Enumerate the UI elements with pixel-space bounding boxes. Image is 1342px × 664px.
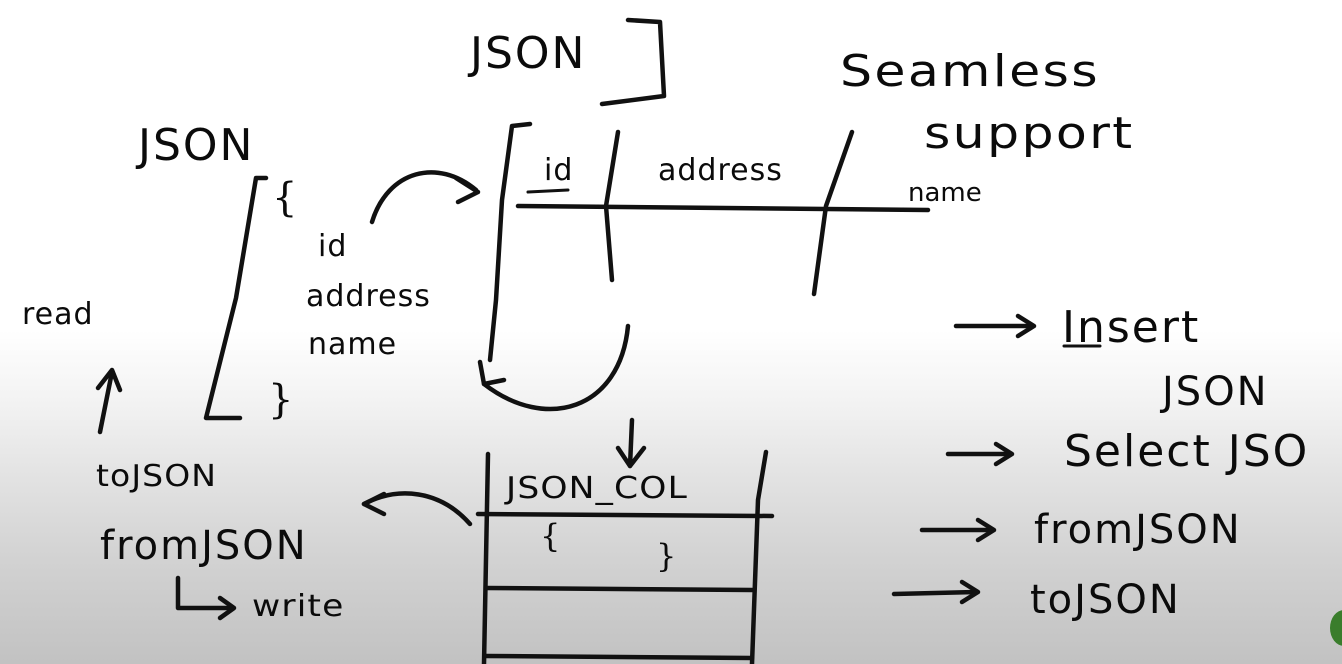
feature-fromjson: fromJSON — [1034, 507, 1242, 553]
relational-table-divider-2 — [811, 129, 855, 297]
table-col-name: name — [908, 178, 982, 208]
seamless-label: Seamless — [840, 46, 1100, 97]
arrow-table-loop — [481, 323, 631, 412]
table-col-id: id — [544, 153, 574, 188]
support-label: support — [924, 108, 1135, 159]
corner-dot — [1330, 610, 1342, 646]
feature-select-json: Select JSO — [1064, 426, 1310, 477]
relational-table-header-underline — [515, 203, 931, 213]
json-close-brace: } — [268, 377, 294, 423]
json-open-brace: { — [272, 175, 298, 221]
arrow-select-head — [993, 441, 1015, 467]
json-object-bracket — [203, 175, 269, 421]
write-label: write — [252, 589, 345, 624]
arrow-up-to-read — [97, 369, 115, 435]
json-col-table-left-border — [481, 451, 491, 664]
json-top-bracket — [599, 17, 667, 107]
arrow-tojson — [891, 589, 979, 597]
json-col-header-line — [475, 511, 775, 519]
json-field-id: id — [318, 229, 348, 264]
read-label: read — [22, 297, 94, 332]
arrow-down-to-json-col — [627, 417, 635, 469]
arrow-fromjson-head — [975, 517, 997, 543]
relational-table-divider-1 — [603, 129, 621, 283]
arrow-insert-head — [1015, 313, 1037, 339]
table-col-address: address — [658, 153, 783, 188]
arrow-down-to-json-col-head — [615, 445, 647, 469]
feature-insert: Insert — [1062, 302, 1201, 353]
json-col-header: JSON_COL — [506, 471, 688, 506]
id-underline — [526, 188, 570, 194]
json-col-close-brace: } — [656, 537, 677, 575]
fromjson-left-label: fromJSON — [100, 523, 308, 569]
json-top-label: JSON — [470, 28, 587, 79]
relational-table-left-bracket — [487, 121, 533, 363]
arrow-field-to-table-head — [453, 175, 481, 205]
arrow-table-loop-head — [477, 359, 507, 387]
write-connector-head — [217, 595, 237, 621]
feature-tojson: toJSON — [1030, 577, 1181, 623]
json-field-address: address — [306, 279, 431, 314]
json-col-table-right-border — [749, 449, 769, 664]
arrow-json-col-to-fromjson-head — [361, 491, 387, 517]
write-connector — [175, 575, 235, 611]
tojson-left-label: toJSON — [96, 459, 218, 494]
json-col-open-brace: { — [540, 517, 561, 555]
json-left-label: JSON — [138, 120, 255, 171]
arrow-up-to-read-head — [95, 367, 123, 393]
json-col-row-line-2 — [483, 653, 755, 661]
arrow-tojson-head — [959, 579, 981, 605]
json-col-row-line-1 — [483, 585, 755, 593]
feature-insert-json: JSON — [1162, 369, 1269, 415]
json-field-name: name — [308, 327, 398, 362]
